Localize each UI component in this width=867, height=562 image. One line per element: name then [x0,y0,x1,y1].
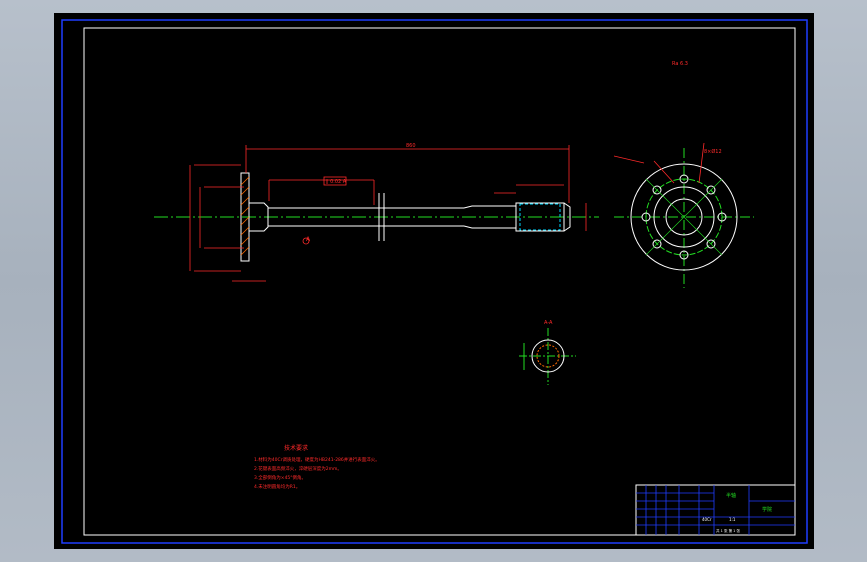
overall-length-dim: 860 [406,143,416,149]
notes-line-2: 2.花键表面高频淬火，淬硬层深度为2mm。 [254,465,342,472]
technical-notes: 技术要求 1.材料为40Cr调质处理，硬度为HB241-286并进行表面淬火。 … [254,444,380,490]
bolt-holes [641,174,727,260]
spline-chamfer [563,202,571,232]
notes-line-3: 3.全部倒角为×45°倒角。 [254,474,306,481]
inner-frame [83,27,796,536]
section-hatch [536,344,560,368]
title-material: 40Cr [702,517,712,522]
datum-symbol [302,237,310,245]
dimension-lines [189,145,587,282]
title-block: 半轴 学院 1:1 40Cr 共 1 张 第 1 张 [635,484,796,536]
radial-lines [645,178,723,256]
notes-line-4: 4.未注明圆角均为R1。 [254,483,300,490]
title-sheet: 共 1 张 第 1 张 [716,528,741,533]
drawing-canvas[interactable]: 860 ∥ 0.02 A A Ra 6.3 8×Ø12 A [54,13,814,549]
flange-front-view: 8×Ø12 [613,142,754,288]
tolerance-frame-box [323,176,347,186]
title-part-name: 半轴 [726,492,736,499]
title-block-grid [636,485,795,535]
tolerance-frame: ∥ 0.02 A [326,179,347,185]
outer-border [61,19,808,544]
flange-hole-note: 8×Ø12 [704,148,722,155]
shaft-neck [249,202,269,232]
bolt-circle [645,178,723,256]
title-company: 学院 [762,506,772,513]
spline-end [515,202,565,232]
flange-leaders [613,142,705,184]
cad-drawing: 860 ∥ 0.02 A A Ra 6.3 8×Ø12 A [61,19,808,544]
title-block-frame [635,484,796,536]
section-view: A-A [519,320,576,385]
notes-title: 技术要求 [284,444,308,452]
section-label: A-A [544,320,553,326]
shaft-side-view [154,172,599,262]
roughness-note: Ra 6.3 [672,61,688,67]
notes-line-1: 1.材料为40Cr调质处理，硬度为HB241-286并进行表面淬火。 [254,456,380,463]
flange-hatching [240,176,250,256]
title-scale: 1:1 [729,517,736,522]
section-outer [531,339,565,373]
flange-outer-circle [630,163,738,271]
spline-teeth-hidden [519,203,561,231]
flange-inner-circle [653,186,715,248]
flange-hub-circle [665,198,703,236]
